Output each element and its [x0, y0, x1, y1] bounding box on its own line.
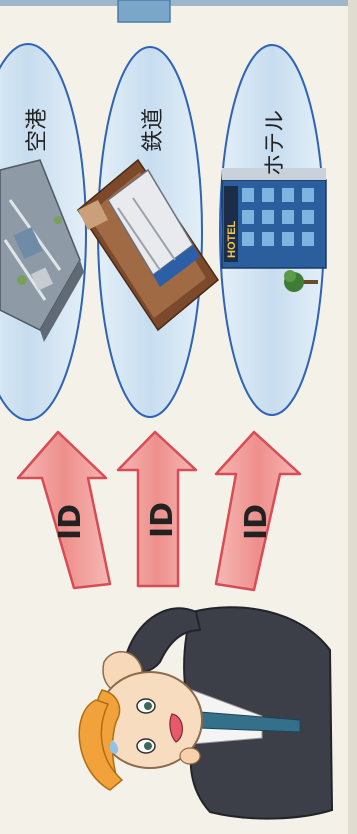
header-tab — [118, 0, 170, 22]
id-arrow-3: ID — [216, 432, 300, 590]
id-arrow-2: ID — [118, 432, 196, 586]
person-illustration — [79, 607, 332, 818]
service-label-airport: 空港 — [25, 108, 50, 152]
id-arrow-1: ID — [18, 432, 110, 588]
service-label-train: 鉄道 — [141, 108, 166, 152]
top-border — [0, 0, 357, 6]
id-arrow-label-3: ID — [239, 504, 274, 540]
right-frame — [348, 0, 357, 834]
hotel-sign: HOTEL — [226, 220, 238, 258]
id-arrow-label-2: ID — [145, 502, 180, 538]
service-label-hotel: ホテル — [263, 110, 288, 176]
id-arrow-label-1: ID — [53, 504, 88, 540]
